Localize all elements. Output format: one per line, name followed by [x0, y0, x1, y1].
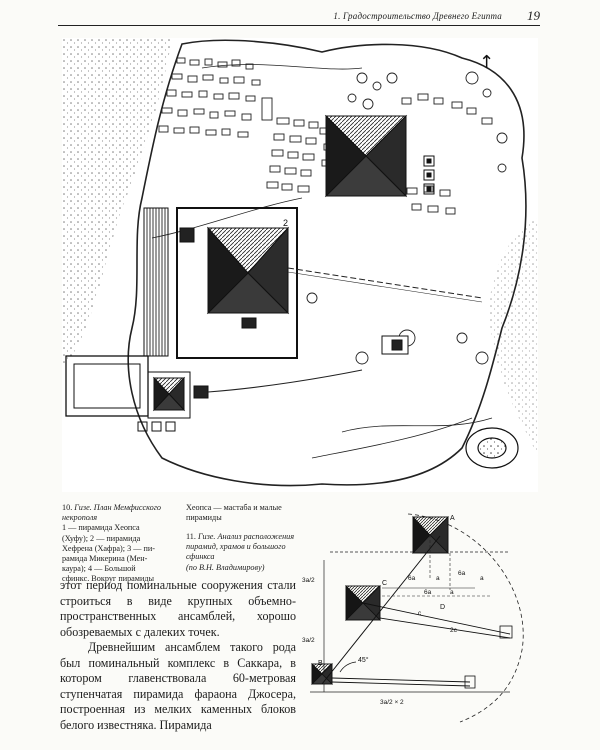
diagram-dim-6a: 6a: [458, 570, 466, 577]
caption-11-source: (по В.Н. Владимирову): [186, 562, 265, 572]
lower-rock: [465, 427, 519, 469]
body-text: этот период поминальные сооружения стали…: [60, 578, 296, 733]
caption-figure-10-continued: Хеопса — мастаба и малые пирамиды: [186, 503, 301, 523]
plateau-outline: [127, 39, 527, 487]
large-pyramid-diagram: [412, 515, 449, 555]
caption-11-title: Гизе. Анализ расположения пирамид, храмо…: [186, 532, 295, 562]
caption-11-number: 11.: [186, 532, 196, 541]
diagram-label-c: C: [382, 580, 387, 587]
caption-figure-11: 11. Гизе. Анализ расположения пирамид, х…: [186, 532, 298, 573]
caption-10-line: сфинкс. Вокруг пирамиды: [62, 574, 155, 584]
diagram-angle-label: 45°: [358, 656, 369, 664]
caption-10-line: каура); 4 — Большой: [62, 564, 136, 574]
small-pyramid-diagram: [311, 663, 333, 685]
great-sphinx: [381, 335, 409, 355]
diagram-dim-6a: 6a: [408, 575, 416, 582]
body-paragraph-1: этот период поминальные сооружения стали…: [60, 578, 296, 639]
diagram-label-b: B: [318, 660, 323, 667]
caption-10-line: Хефрена (Хафра); 3 — пи-: [62, 543, 155, 553]
necropolis-plan-figure: 2 ↑: [62, 38, 538, 492]
running-title: 1. Градостроительство Древнего Египта: [333, 11, 502, 21]
caption-10-line: рамида Микерина (Мен-: [62, 554, 148, 564]
diagram-dim-6a: 6a: [424, 589, 432, 596]
caption-10-continuation: Хеопса — мастаба и малые: [186, 503, 282, 512]
diagram-dim-2c: 2c: [450, 627, 458, 634]
diagram-dim-bottom: 3a/2 × 2: [380, 699, 404, 706]
medium-pyramid-diagram: [345, 585, 381, 621]
khufu-pyramid: [324, 114, 408, 198]
diagram-dim-a: a: [480, 575, 484, 582]
arc-line: [407, 513, 524, 723]
pyramid-analysis-diagram: A B C D 45° 3a/2 3a/2 3a/2 × 2 6a 6a 6a …: [302, 513, 524, 723]
diagram-dim-left-bottom: 3a/2: [302, 637, 315, 644]
diagram-dim-a: a: [436, 575, 440, 582]
mastaba-field: [158, 57, 493, 215]
pyramid-2-label: 2: [283, 218, 288, 228]
diagram-dim-c: c: [418, 610, 422, 617]
causeway-khafre: [287, 267, 483, 299]
caption-10-number: 10.: [62, 503, 73, 512]
diagram-label-d: D: [440, 604, 445, 611]
diagram-label-a: A: [450, 515, 455, 522]
north-arrow-icon: ↑: [479, 52, 494, 73]
caption-10-line: 1 — пирамида Хеопса: [62, 523, 140, 533]
header-rule: [58, 25, 540, 26]
caption-10-continuation: пирамиды: [186, 513, 222, 523]
caption-10-title: Гизе. План Мемфисского некрополя: [62, 503, 162, 523]
caption-figure-10: 10. Гизе. План Мемфисского некрополя 1 —…: [62, 503, 182, 585]
caption-10-line: (Хуфу); 2 — пирамида: [62, 533, 141, 543]
page-number: 19: [527, 8, 540, 23]
body-paragraph-2: Древнейшим ансамблем такого рода был пом…: [60, 640, 296, 732]
running-header: 1. Градостроительство Древнего Египта 19: [58, 8, 540, 26]
khafre-complex: [143, 207, 298, 359]
diagram-dim-left-top: 3a/2: [302, 577, 315, 584]
menkaure-complex: [65, 355, 209, 432]
diagram-dim-a: a: [450, 589, 454, 596]
